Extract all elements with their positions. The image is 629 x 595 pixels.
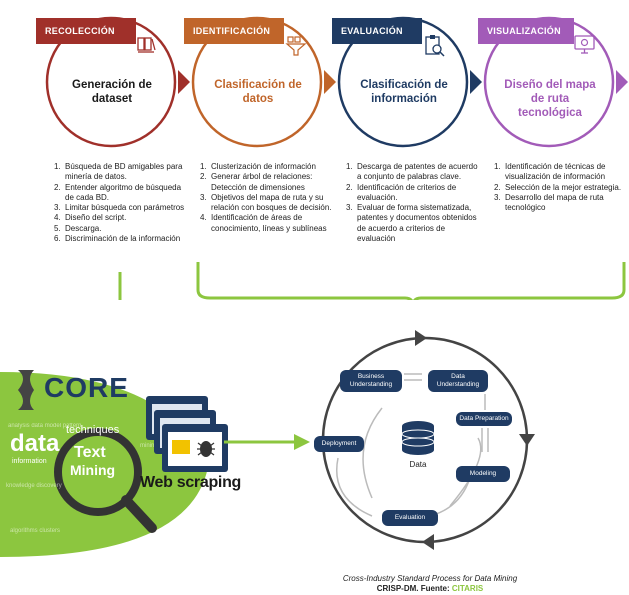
arrow-1 — [178, 70, 190, 94]
node-modeling: Modeling — [456, 466, 510, 482]
core-logo: CORE — [44, 372, 129, 403]
list-item: 1.Descarga de patentes de acuerdo a conj… — [346, 162, 478, 182]
caption-line2: CRISP-DM. Fuente: — [376, 584, 450, 593]
word-mining: Mining — [70, 462, 116, 478]
list-item: 1.Identificación de técnicas de visualiz… — [494, 162, 606, 182]
node-data-preparation: Data Preparation — [456, 412, 512, 426]
svg-text:knowledge discovery: knowledge discovery — [6, 483, 62, 489]
list-item: 3.Evaluar de forma sistematizada, patent… — [346, 203, 477, 244]
bug-icon — [197, 441, 215, 457]
arrow-2 — [324, 70, 336, 94]
word-information: information — [12, 458, 47, 465]
tag-identificacion: IDENTIFICACIÓN — [184, 18, 284, 44]
monitor-icon — [574, 35, 595, 54]
clipboard-search-icon — [425, 35, 445, 57]
word-data: data — [10, 430, 60, 457]
tag-recoleccion: RECOLECCIÓN — [36, 18, 136, 44]
apple-core-icon — [18, 370, 34, 410]
books-icon — [137, 37, 156, 53]
web-scraping-label: Web scraping — [140, 474, 242, 491]
tag-evaluacion: EVALUACIÓN — [332, 18, 422, 44]
list-item: 6.Discriminación de la información — [54, 234, 181, 244]
word-text: Text — [74, 444, 106, 461]
phase-arcs-layer — [45, 16, 628, 300]
list-item: 4.Diseño del script. — [54, 213, 127, 223]
node-business-understanding: Business Understanding — [340, 370, 402, 392]
list-item: 2.Entender algoritmo de búsqueda de cada… — [54, 182, 182, 202]
node-deployment: Deployment — [314, 436, 364, 452]
list-item: 3.Limitar búsqueda con parámetros — [54, 203, 185, 213]
right-arrow — [224, 434, 310, 450]
filter-icon — [285, 36, 307, 56]
browser-windows-icon — [146, 396, 228, 472]
node-evaluation: Evaluation — [382, 510, 438, 526]
list-item: 1.Búsqueda de BD amigables para minería … — [54, 162, 183, 182]
steps-evaluacion: 1.Descarga de patentes de acuerdo a conj… — [346, 162, 482, 244]
list-item: 5.Descarga. — [54, 223, 102, 233]
caption-line1: Cross-Industry Standard Process for Data… — [342, 574, 518, 583]
list-item: 3.Objetivos del mapa de ruta y su relaci… — [200, 192, 332, 213]
tag-visualizacion: VISUALIZACIÓN — [478, 18, 574, 44]
crisp-cycle — [315, 330, 535, 550]
group-brace — [196, 262, 626, 300]
crisp-center-label: Data — [409, 460, 427, 469]
steps-recoleccion: 1.Búsqueda de BD amigables para minería … — [54, 162, 188, 244]
crisp-caption: Cross-Industry Standard Process for Data… — [300, 574, 560, 594]
database-icon — [401, 421, 435, 455]
list-item: 2.Identificación de criterios de evaluac… — [346, 182, 457, 202]
arrow-4 — [616, 70, 628, 94]
svg-text:mining: mining — [140, 443, 158, 449]
arrow-3 — [470, 70, 482, 94]
list-item: 1.Clusterización de información — [200, 162, 316, 171]
list-item: 2.Generar árbol de relaciones: Detección… — [200, 172, 313, 192]
svg-text:algorithms clusters: algorithms clusters — [10, 528, 60, 534]
caption-source: CITARIS — [451, 584, 484, 593]
steps-identificacion: 1.Clusterización de información 2.Genera… — [200, 162, 336, 234]
steps-visualizacion: 1.Identificación de técnicas de visualiz… — [494, 162, 628, 213]
list-item: 2.Selección de la mejor estrategia. — [494, 182, 622, 192]
list-item: 4.Identificación de áreas de conocimient… — [200, 213, 327, 233]
list-item: 3.Desarrollo del mapa de ruta tecnológic… — [494, 192, 604, 213]
word-techniques: techniques — [66, 424, 120, 436]
node-data-understanding: Data Understanding — [428, 370, 488, 392]
svg-text:analysis data model pattern: analysis data model pattern — [8, 423, 81, 429]
